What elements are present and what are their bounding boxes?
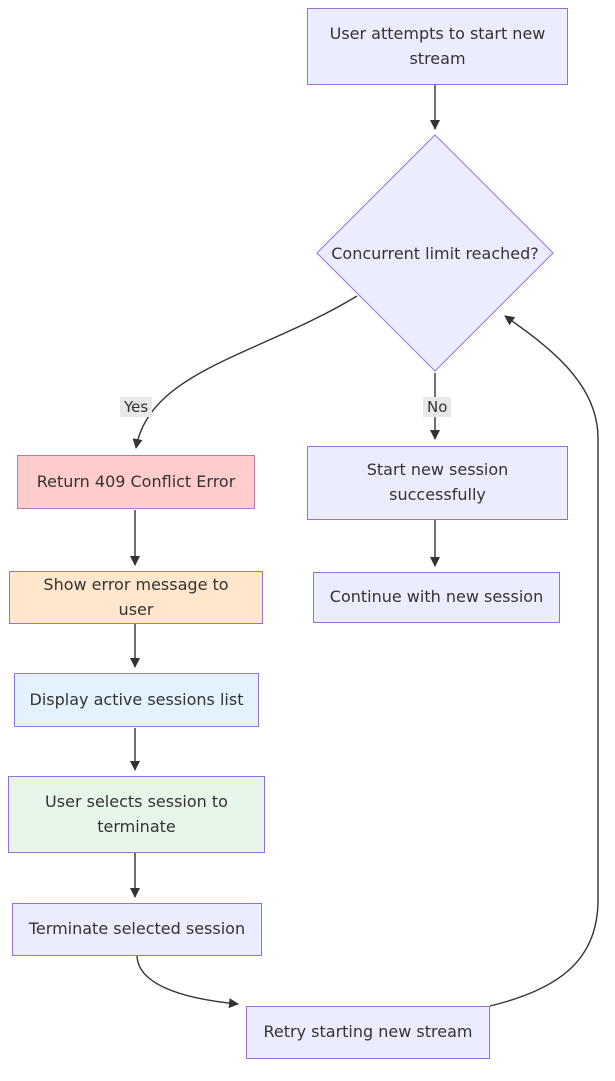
node-show-error-message: Show error message to user [9,571,263,624]
node-terminate-selected-session: Terminate selected session [12,903,262,956]
edge-label-yes: Yes [120,397,153,417]
node-user-selects-session: User selects session to terminate [8,776,265,853]
edge-retry-to-decision [489,315,599,1007]
node-retry-starting-stream: Retry starting new stream [246,1006,490,1059]
node-start-new-session: Start new session successfully [307,446,568,520]
node-display-active-sessions: Display active sessions list [14,673,259,727]
node-user-attempts-start-stream: User attempts to start new stream [307,8,568,85]
edge-terminate-to-retry [136,955,239,1009]
decision-concurrent-limit-label: Concurrent limit reached? [331,243,539,263]
node-continue-with-new-session: Continue with new session [313,572,560,623]
edge-decision-yes-to-conflict [132,295,358,449]
node-return-409-conflict: Return 409 Conflict Error [17,455,255,509]
edge-label-no: No [423,397,452,417]
